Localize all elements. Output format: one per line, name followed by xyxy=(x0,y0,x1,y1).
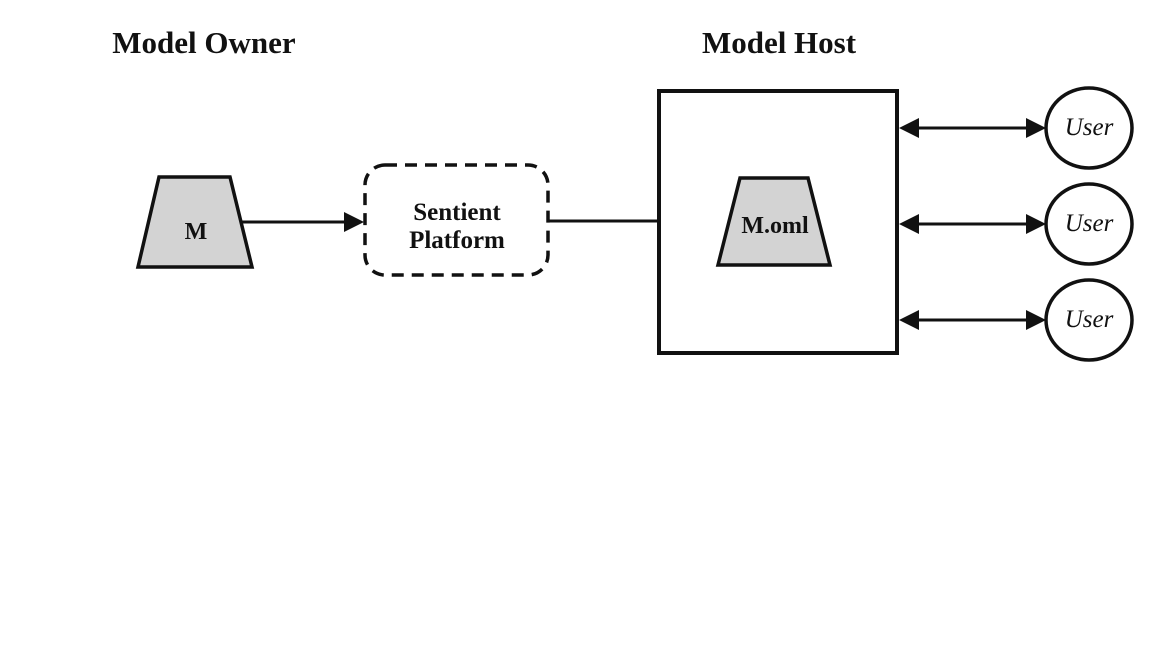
arrow-right-head xyxy=(1026,214,1046,234)
user-circle xyxy=(1044,86,1134,170)
arrow-owner-to-platform xyxy=(240,212,364,232)
model-host-node: M.oml xyxy=(657,89,899,355)
arrow-right-head xyxy=(1026,118,1046,138)
model-m-trapezoid xyxy=(135,175,255,269)
arrow-left-head xyxy=(899,118,919,138)
arrow-right-head xyxy=(344,212,364,232)
model-oml-label: M.oml xyxy=(741,213,809,239)
arrow-left-head xyxy=(899,310,919,330)
user-label: User xyxy=(1065,210,1114,237)
user-label: User xyxy=(1065,306,1114,333)
user-row-3: User xyxy=(899,278,1134,362)
sentient-platform-label-line2: Platform xyxy=(409,227,505,254)
sentient-platform-label-line1: Sentient xyxy=(413,199,501,226)
sentient-platform-node: Sentient Platform xyxy=(363,163,550,277)
user-row-2: User xyxy=(899,182,1134,266)
model-m-node: M xyxy=(135,175,255,269)
model-owner-title: Model Owner xyxy=(112,25,296,60)
user-label: User xyxy=(1065,114,1114,141)
arrow-left-head xyxy=(899,214,919,234)
arrow-right-head xyxy=(1026,310,1046,330)
model-m-label: M xyxy=(185,219,208,245)
model-oml-trapezoid xyxy=(715,176,833,267)
model-host-title: Model Host xyxy=(702,25,857,60)
user-row-1: User xyxy=(899,86,1134,170)
user-circle xyxy=(1044,182,1134,266)
user-circle xyxy=(1044,278,1134,362)
